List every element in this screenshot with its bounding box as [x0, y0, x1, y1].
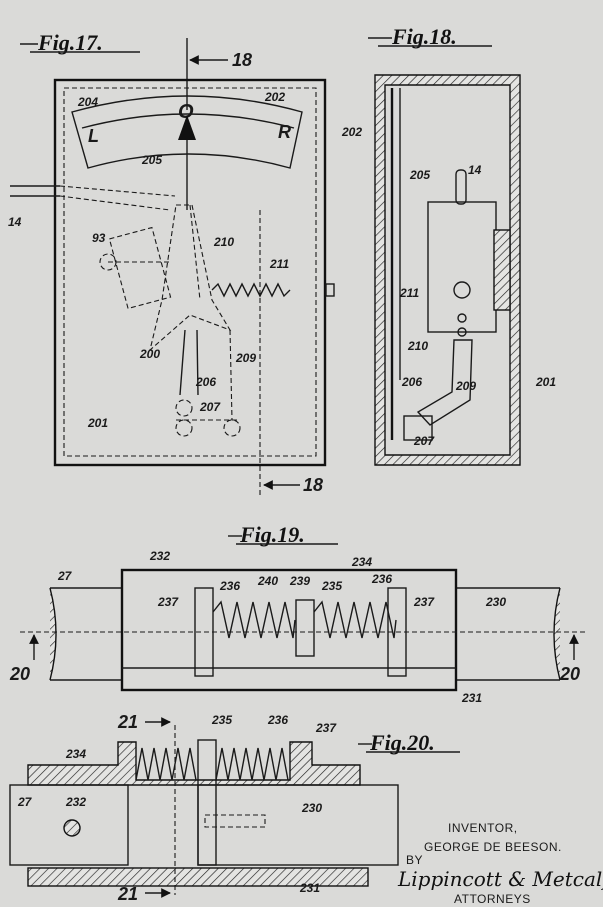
- fig18-label-206: 206: [401, 375, 422, 389]
- fig19-section-right-label: 20: [559, 664, 580, 684]
- fig17-label-210: 210: [213, 235, 234, 249]
- fig18-label-210: 210: [407, 339, 428, 353]
- fig17-dial-window: [71, 95, 303, 169]
- fig17-spring: [211, 282, 291, 298]
- fig17-label-201: 201: [87, 416, 108, 430]
- fig20-section-bottom-label: 21: [117, 884, 138, 904]
- fig18-arm: [416, 339, 473, 426]
- fig19-label-27: 27: [57, 569, 73, 583]
- fig19-section-left-label: 20: [9, 664, 30, 684]
- fig17-label-209: 209: [235, 351, 256, 365]
- fig17-label-93: 93: [92, 231, 106, 245]
- fig18-label-14: 14: [468, 163, 482, 177]
- fig19-label-235: 235: [321, 579, 342, 593]
- fig17-section-bottom-label: 18: [303, 475, 323, 495]
- fig20-section-top-label: 21: [117, 712, 138, 732]
- figure-19: Fig.19. 20 20 27 232 237 236 240 239 235…: [9, 522, 585, 705]
- attorneys-label: ATTORNEYS: [454, 892, 531, 906]
- fig18-label-202: 202: [341, 125, 362, 139]
- fig19-title: Fig.19.: [239, 522, 305, 547]
- fig18-label-205: 205: [409, 168, 430, 182]
- fig17-label-202: 202: [264, 90, 285, 104]
- fig20-label-234: 234: [65, 747, 86, 761]
- fig19-label-231: 231: [461, 691, 482, 705]
- fig20-label-231: 231: [299, 881, 320, 895]
- fig18-label-207: 207: [413, 434, 435, 448]
- fig17-label-200: 200: [139, 347, 160, 361]
- figure-18: Fig.18. 202 205 14 211 210 206 209 201 2…: [341, 24, 556, 466]
- fig19-label-230: 230: [485, 595, 506, 609]
- fig17-label-205: 205: [141, 153, 162, 167]
- fig20-housing-bottom: [27, 867, 369, 887]
- figure-20: Fig.20. 21 21 234 235 236 237 27 232 230…: [9, 712, 460, 904]
- fig17-label-206: 206: [195, 375, 216, 389]
- fig19-label-237-left: 237: [157, 595, 179, 609]
- attorney-signature: Lippincott & Metcalf: [397, 867, 603, 891]
- fig20-label-232: 232: [65, 795, 86, 809]
- fig17-lever: [149, 204, 232, 352]
- fig19-label-236-right: 236: [371, 572, 392, 586]
- fig17-pointer: [178, 115, 196, 140]
- fig19-label-236-left: 236: [219, 579, 240, 593]
- fig20-label-236: 236: [267, 713, 288, 727]
- inventor-block: INVENTOR, GEORGE DE BEESON. BY Lippincot…: [397, 821, 603, 906]
- fig19-coupling-body: [120, 568, 458, 692]
- inventor-name: GEORGE DE BEESON.: [424, 840, 562, 854]
- inventor-by: BY: [406, 853, 423, 867]
- fig20-label-237: 237: [315, 721, 337, 735]
- inventor-heading: INVENTOR,: [448, 821, 518, 835]
- fig17-housing: [53, 78, 327, 467]
- fig17-section-top-label: 18: [232, 50, 252, 70]
- fig17-label-14: 14: [8, 215, 22, 229]
- figure-17: Fig.17. 18 L O R: [8, 30, 335, 495]
- fig20-label-230: 230: [301, 801, 322, 815]
- fig17-title: Fig.17.: [37, 30, 103, 55]
- fig20-spring-left: [135, 747, 197, 781]
- fig18-label-211: 211: [399, 286, 419, 300]
- fig17-dial-right: R: [278, 122, 291, 142]
- fig18-housing: [374, 74, 521, 466]
- fig17-label-211: 211: [269, 257, 289, 271]
- fig19-label-237-right: 237: [413, 595, 435, 609]
- fig17-dial-center: O: [178, 101, 194, 123]
- fig19-label-240: 240: [257, 574, 278, 588]
- fig17-label-207: 207: [199, 400, 221, 414]
- fig19-spring-left: [212, 600, 296, 639]
- fig19-label-232: 232: [149, 549, 170, 563]
- fig19-label-239: 239: [289, 574, 310, 588]
- fig20-title: Fig.20.: [369, 730, 435, 755]
- fig20-label-27: 27: [17, 795, 33, 809]
- fig20-label-235: 235: [211, 713, 232, 727]
- fig18-label-209: 209: [455, 379, 476, 393]
- fig18-title: Fig.18.: [391, 24, 457, 49]
- fig17-label-204: 204: [77, 95, 98, 109]
- fig18-label-201: 201: [535, 375, 556, 389]
- fig17-dial-left: L: [88, 126, 99, 146]
- fig19-label-234: 234: [351, 555, 372, 569]
